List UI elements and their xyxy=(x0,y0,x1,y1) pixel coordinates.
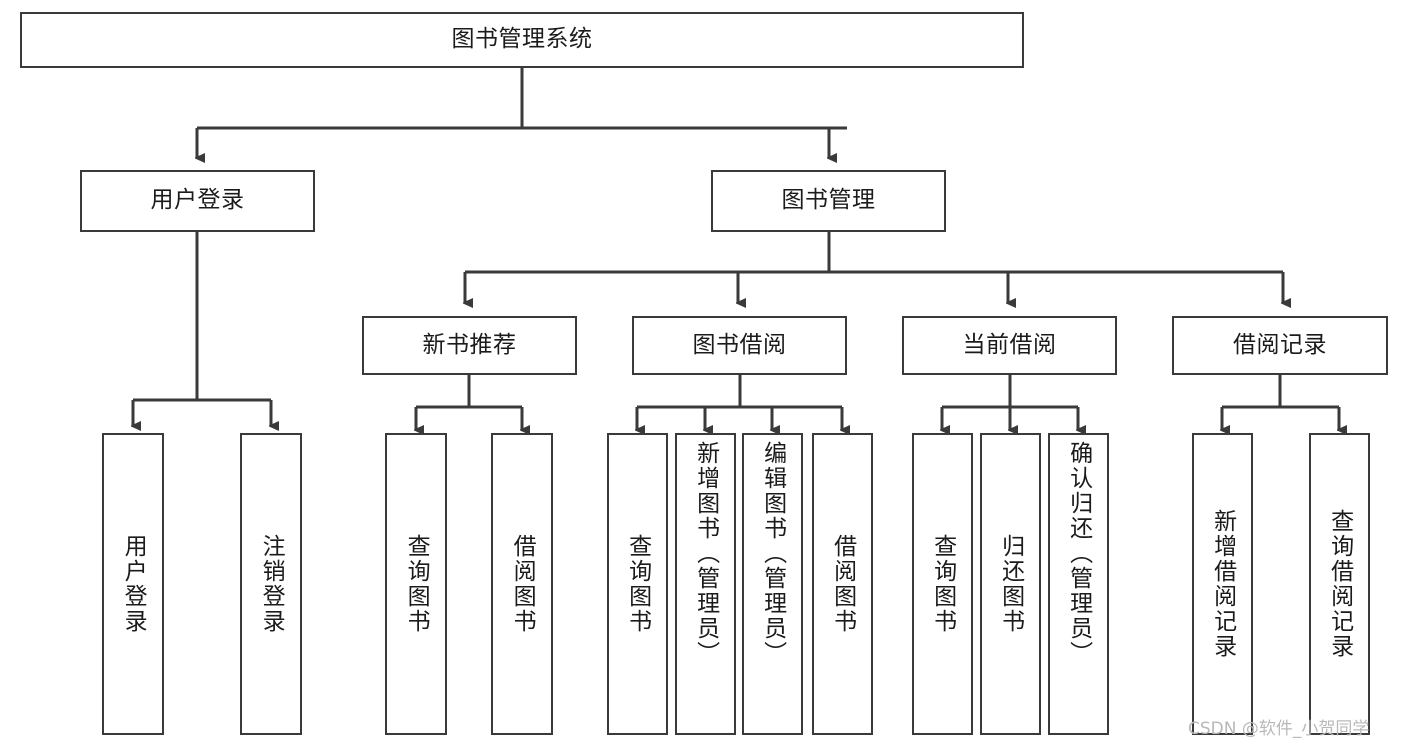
node-current-borrow-label: 当前借阅 xyxy=(962,331,1057,358)
node-book-manage-label: 图书管理 xyxy=(781,187,876,214)
leaf-edit-book[interactable]: 编辑图书（管理员） xyxy=(742,433,803,735)
leaf-confirm-return[interactable]: 确认归还（管理员） xyxy=(1048,433,1109,735)
leaf-query-book-3[interactable]: 查询图书 xyxy=(912,433,973,735)
leaf-borrow-book-1-label: 借阅图书 xyxy=(509,534,536,634)
leaf-query-record[interactable]: 查询借阅记录 xyxy=(1309,433,1370,735)
node-root-label: 图书管理系统 xyxy=(451,26,593,53)
leaf-query-record-label: 查询借阅记录 xyxy=(1326,509,1353,659)
leaf-return-book[interactable]: 归还图书 xyxy=(980,433,1041,735)
node-new-book-recommend[interactable]: 新书推荐 xyxy=(362,316,577,375)
node-user-login-label: 用户登录 xyxy=(150,187,245,214)
node-user-login[interactable]: 用户登录 xyxy=(80,170,315,232)
leaf-add-book-label: 新增图书（管理员） xyxy=(692,441,719,666)
leaf-query-book-1[interactable]: 查询图书 xyxy=(385,433,447,735)
node-borrow-record-label: 借阅记录 xyxy=(1233,331,1327,358)
leaf-return-book-label: 归还图书 xyxy=(997,534,1024,634)
node-book-borrow[interactable]: 图书借阅 xyxy=(632,316,847,375)
node-root[interactable]: 图书管理系统 xyxy=(20,12,1024,68)
csdn-watermark: CSDN @软件_小贺同学 xyxy=(1188,719,1370,739)
node-current-borrow[interactable]: 当前借阅 xyxy=(902,316,1117,375)
leaf-add-record-label: 新增借阅记录 xyxy=(1209,509,1236,659)
leaf-user-login-label: 用户登录 xyxy=(120,534,147,634)
leaf-query-book-1-label: 查询图书 xyxy=(403,534,430,634)
leaf-edit-book-label: 编辑图书（管理员） xyxy=(759,441,786,666)
leaf-borrow-book-2-label: 借阅图书 xyxy=(829,534,856,634)
leaf-borrow-book-2[interactable]: 借阅图书 xyxy=(812,433,873,735)
leaf-add-record[interactable]: 新增借阅记录 xyxy=(1192,433,1253,735)
node-book-borrow-label: 图书借阅 xyxy=(692,331,787,358)
leaf-user-login[interactable]: 用户登录 xyxy=(102,433,164,735)
leaf-borrow-book-1[interactable]: 借阅图书 xyxy=(491,433,553,735)
leaf-confirm-return-label: 确认归还（管理员） xyxy=(1065,441,1092,666)
leaf-logout[interactable]: 注销登录 xyxy=(240,433,302,735)
leaf-query-book-2[interactable]: 查询图书 xyxy=(607,433,668,735)
node-borrow-record[interactable]: 借阅记录 xyxy=(1172,316,1388,375)
node-book-manage[interactable]: 图书管理 xyxy=(711,170,946,232)
node-new-book-recommend-label: 新书推荐 xyxy=(422,331,517,358)
leaf-logout-label: 注销登录 xyxy=(258,534,285,634)
leaf-query-book-2-label: 查询图书 xyxy=(624,534,651,634)
leaf-query-book-3-label: 查询图书 xyxy=(929,534,956,634)
leaf-add-book[interactable]: 新增图书（管理员） xyxy=(675,433,736,735)
